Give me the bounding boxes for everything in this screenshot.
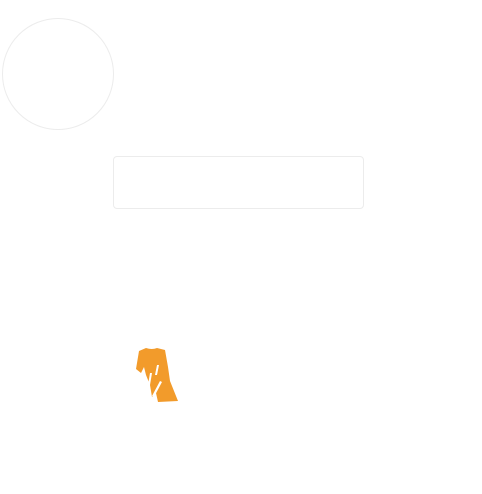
text-input[interactable]: [113, 156, 364, 209]
avatar-placeholder[interactable]: [2, 18, 114, 130]
dress-icon: [130, 345, 182, 405]
